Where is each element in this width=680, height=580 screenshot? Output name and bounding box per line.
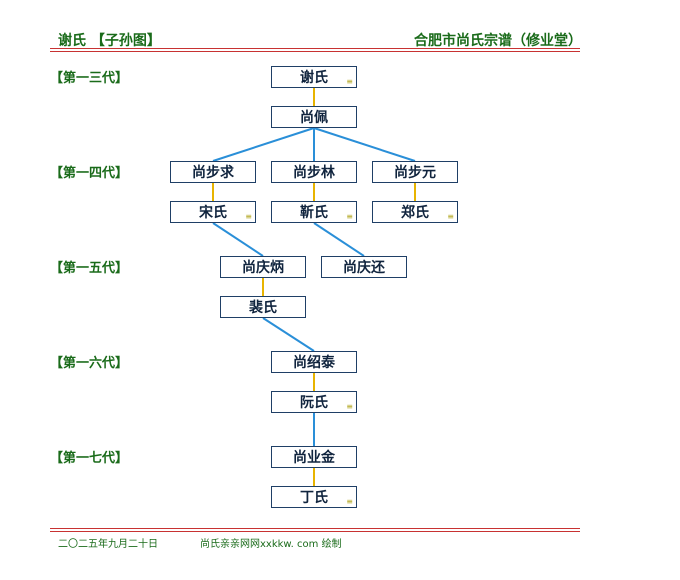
generation-label-14: 【第一四代】: [50, 166, 129, 181]
person-box-peishi[interactable]: 裴氏: [220, 296, 306, 318]
person-name: 丁氏: [300, 490, 328, 506]
footer-rule-top: [50, 528, 580, 529]
header-rule-top: [50, 48, 580, 49]
header-genealogy-name: 合肥市尚氏宗谱（修业堂）: [414, 33, 582, 49]
generation-label-16: 【第一六代】: [50, 356, 129, 371]
person-box-dingshi[interactable]: 丁氏 ≡: [271, 486, 357, 508]
header-rule-bottom: [50, 51, 580, 52]
person-box-shangqinghuan[interactable]: 尚庆还: [321, 256, 407, 278]
person-name: 尚绍泰: [293, 355, 335, 371]
person-box-shangbulin[interactable]: 尚步林: [271, 161, 357, 183]
person-box-shangbuqiu[interactable]: 尚步求: [170, 161, 256, 183]
person-box-shangyejin[interactable]: 尚业金: [271, 446, 357, 468]
person-name: 裴氏: [249, 300, 277, 316]
spouse-mark-icon: ≡: [447, 212, 454, 221]
person-box-xieshi[interactable]: 谢氏 ≡: [271, 66, 357, 88]
person-name: 谢氏: [300, 70, 328, 86]
person-name: 靳氏: [300, 205, 328, 221]
spouse-mark-icon: ≡: [346, 402, 353, 411]
person-box-jinshi[interactable]: 靳氏 ≡: [271, 201, 357, 223]
person-box-shangshaotai[interactable]: 尚绍泰: [271, 351, 357, 373]
descent-link-jinshi-shangqinghuan: [313, 222, 365, 257]
person-box-zhengshi[interactable]: 郑氏 ≡: [372, 201, 458, 223]
person-name: 尚步元: [394, 165, 436, 181]
person-box-shangbuyuan[interactable]: 尚步元: [372, 161, 458, 183]
person-name: 阮氏: [300, 395, 328, 411]
person-name: 尚步林: [293, 165, 335, 181]
generation-label-17: 【第一七代】: [50, 451, 129, 466]
person-name: 尚业金: [293, 450, 335, 466]
person-name: 宋氏: [199, 205, 227, 221]
descent-link-shangpei-shangbuyuan: [313, 127, 416, 162]
spouse-mark-icon: ≡: [346, 77, 353, 86]
person-name: 尚庆炳: [242, 260, 284, 276]
person-name: 尚佩: [300, 110, 328, 126]
person-box-ruanshi[interactable]: 阮氏 ≡: [271, 391, 357, 413]
footer-credit: 尚氏亲亲网网xxkkw. com 绘制: [200, 539, 342, 550]
person-box-shangqingbing[interactable]: 尚庆炳: [220, 256, 306, 278]
footer-date: 二〇二五年九月二十日: [58, 539, 158, 550]
descent-link-peishi-shangshaotai: [262, 317, 315, 352]
person-name: 尚庆还: [343, 260, 385, 276]
generation-label-15: 【第一五代】: [50, 261, 129, 276]
person-name: 郑氏: [401, 205, 429, 221]
person-box-songshi[interactable]: 宋氏 ≡: [170, 201, 256, 223]
person-name: 尚步求: [192, 165, 234, 181]
header-title: 谢氏 【子孙图】: [58, 33, 161, 49]
descent-link-shangpei-shangbuqiu: [212, 127, 315, 162]
spouse-mark-icon: ≡: [346, 497, 353, 506]
generation-label-13: 【第一三代】: [50, 71, 129, 86]
spouse-mark-icon: ≡: [245, 212, 252, 221]
descent-link-songshi-shangqingbing: [212, 222, 264, 257]
footer-rule-bottom: [50, 531, 580, 532]
spouse-mark-icon: ≡: [346, 212, 353, 221]
person-box-shangpei[interactable]: 尚佩: [271, 106, 357, 128]
